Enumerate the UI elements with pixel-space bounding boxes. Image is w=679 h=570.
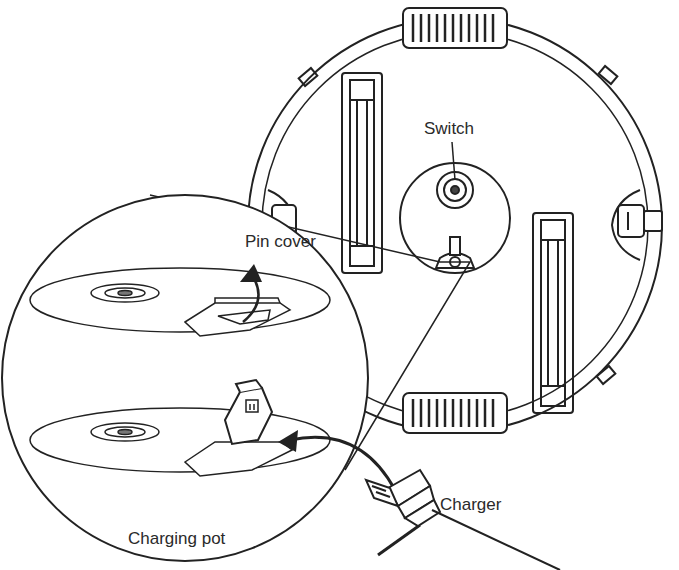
part-label: Charging pot (128, 529, 225, 549)
part-label: Charger (440, 495, 501, 515)
part-label: Pin cover (245, 232, 316, 252)
part-label: Switch (424, 119, 474, 139)
